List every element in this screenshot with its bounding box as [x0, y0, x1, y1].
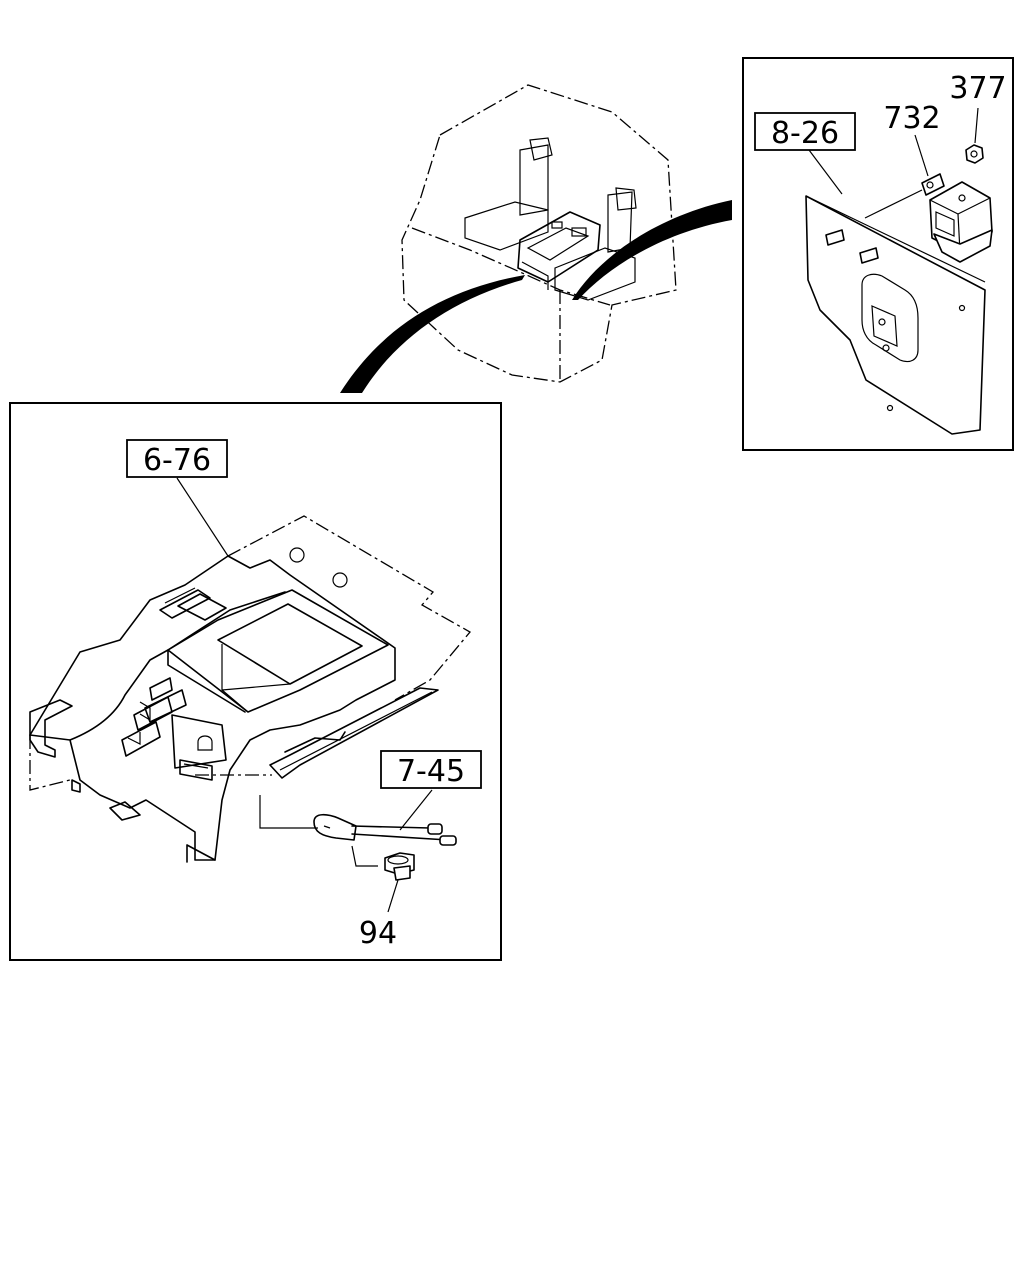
ref-box-8-26	[754, 112, 856, 151]
ref-8-26-label: 8-26	[771, 116, 839, 151]
ref-6-76-label: 6-76	[143, 443, 211, 478]
ref-box-7-45	[380, 750, 482, 789]
cab-overview	[340, 84, 732, 393]
part-732-label: 732	[883, 101, 940, 136]
bracket-detail	[805, 107, 993, 435]
bracket-detail-frame	[742, 57, 1014, 451]
part-94-label: 94	[359, 916, 397, 951]
ref-7-45-label: 7-45	[397, 754, 465, 789]
console-detail	[29, 477, 471, 913]
part-377-label: 377	[949, 71, 1006, 106]
ref-box-6-76	[126, 439, 228, 478]
console-detail-frame	[9, 402, 502, 961]
